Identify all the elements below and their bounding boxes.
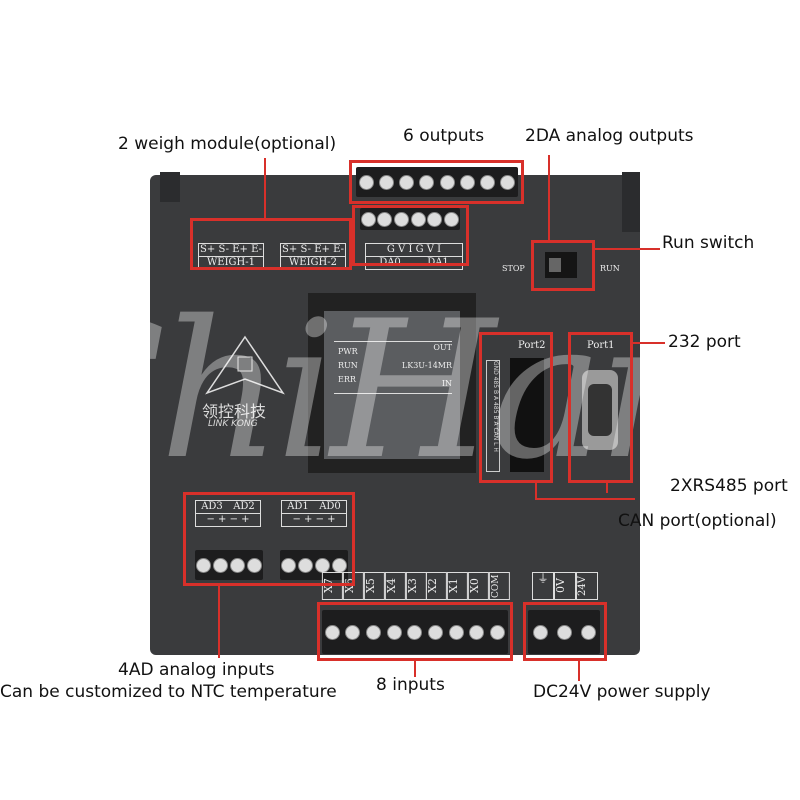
da-terminal — [360, 208, 460, 230]
callout-ad: 4AD analog inputs — [118, 660, 275, 680]
inputs-highlight — [317, 602, 513, 661]
stop-label: STOP — [502, 264, 525, 273]
ad-terminal — [280, 550, 348, 580]
logo-chinese: 领控科技 — [202, 402, 267, 421]
db9-connector[interactable] — [582, 370, 618, 450]
callout-outputs: 6 outputs — [403, 126, 485, 146]
ad-highlight — [183, 492, 355, 586]
out-label: OUT — [433, 343, 452, 352]
da-highlight — [352, 205, 469, 266]
leader-line — [548, 155, 550, 240]
weigh-highlight — [190, 218, 352, 270]
leader-line — [218, 586, 220, 658]
power-highlight — [523, 602, 607, 661]
port1-highlight — [568, 332, 633, 483]
callout-rs485: 2XRS485 port — [670, 476, 788, 496]
callout-ad-ntc: Can be customized to NTC temperature — [0, 682, 337, 702]
in-label: IN — [441, 379, 452, 388]
rs485-can-connector[interactable] — [510, 358, 544, 472]
mount-tab — [160, 172, 180, 202]
ad-terminal — [195, 550, 263, 580]
run-switch[interactable] — [545, 252, 577, 278]
callout-da: 2DA analog outputs — [525, 126, 694, 146]
leader-line — [578, 661, 580, 681]
leader-line — [414, 661, 416, 677]
leader-line — [633, 342, 665, 344]
port2-pinout: GND 485 B A 485 B A CAN L H — [486, 360, 500, 472]
callout-run-switch: Run switch — [662, 233, 755, 253]
brand-logo-icon — [205, 335, 285, 395]
run-led-label: RUN — [338, 361, 358, 370]
run-label: RUN — [600, 264, 620, 273]
run-switch-highlight — [531, 240, 595, 291]
output-terminal — [356, 167, 518, 197]
mount-tab — [622, 172, 640, 232]
err-led-label: ERR — [338, 375, 356, 384]
callout-232-port: 232 port — [668, 332, 741, 352]
callout-power: DC24V power supply — [533, 682, 711, 702]
callout-inputs: 8 inputs — [376, 675, 445, 695]
outputs-highlight — [349, 160, 524, 204]
display-window: PWR RUN ERR OUT LK3U-14MR IN — [308, 293, 476, 473]
leader-line — [264, 158, 266, 218]
model-label: LK3U-14MR — [401, 361, 452, 370]
callout-can: CAN port(optional) — [618, 511, 777, 531]
leader-line — [606, 483, 608, 493]
watermark: ChiHan — [20, 280, 720, 501]
port2-highlight — [479, 332, 553, 483]
callout-weigh: 2 weigh module(optional) — [118, 134, 337, 154]
logo-english: LINK KONG — [208, 419, 258, 429]
input-terminal — [322, 610, 508, 654]
port1-label: Port1 — [587, 340, 615, 351]
pwr-led-label: PWR — [338, 347, 358, 356]
leader-line — [535, 498, 635, 500]
leader-line — [535, 483, 537, 499]
power-labels: ⏚ 0V 24V — [532, 572, 598, 600]
port2-label: Port2 — [518, 340, 546, 351]
power-terminal — [528, 610, 600, 654]
leader-line — [595, 248, 660, 250]
